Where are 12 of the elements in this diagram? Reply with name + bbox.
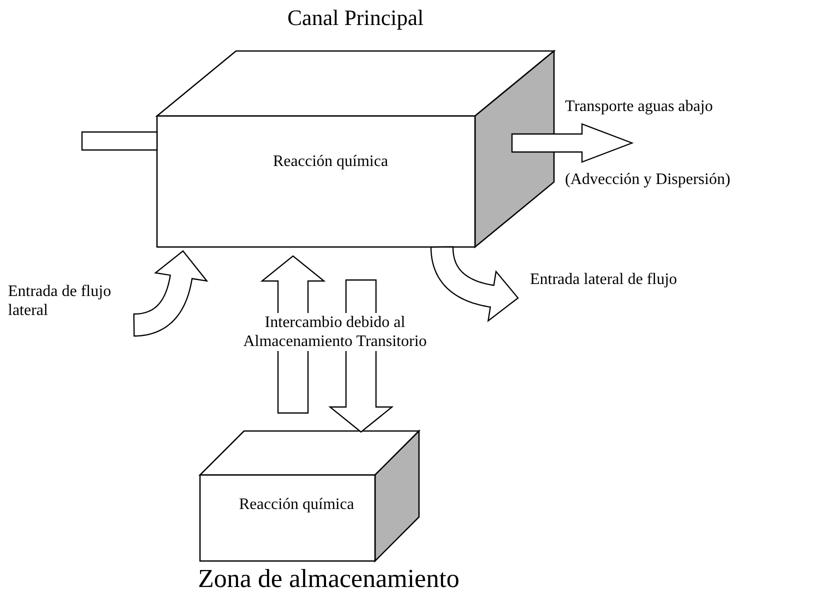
- zone-heading: Zona de almacenamiento: [198, 563, 460, 592]
- box-text: Reacción química: [239, 495, 356, 514]
- flow-label: Entrada lateral de flujo: [530, 270, 678, 290]
- flow-label: Transporte aguas abajo: [565, 97, 714, 116]
- block-arrow: [81, 131, 158, 151]
- block-arrow: [430, 246, 519, 322]
- block-arrow: [133, 250, 208, 337]
- diagram-heading: Canal Principal: [286, 5, 425, 32]
- box-text: Reacción química: [273, 152, 390, 172]
- flow-label: (Advección y Dispersión): [565, 170, 732, 190]
- block-arrow: [511, 123, 634, 163]
- flow-label: Entrada de flujo lateral: [8, 282, 112, 320]
